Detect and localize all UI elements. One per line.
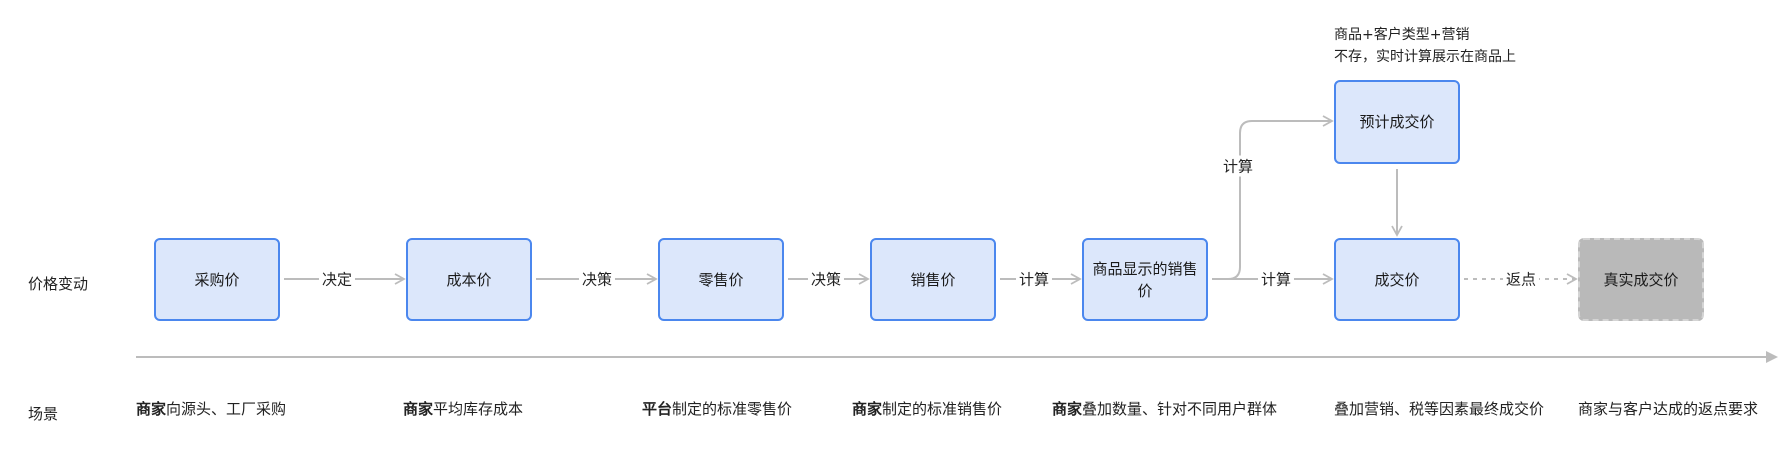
scenario-retail: 平台制定的标准零售价 bbox=[642, 398, 792, 419]
scenario-text: 叠加数量、针对不同用户群体 bbox=[1082, 400, 1278, 418]
edge-label-decision-1: 决策 bbox=[578, 268, 616, 290]
scenario-text: 制定的标准销售价 bbox=[882, 400, 1003, 418]
row-label-scenario: 场景 bbox=[28, 405, 59, 423]
scenario-cost: 商家平均库存成本 bbox=[403, 398, 523, 419]
row-label-price-change: 价格变动 bbox=[28, 275, 89, 293]
scenario-rebate: 商家与客户达成的返点要求 bbox=[1578, 398, 1758, 419]
scenario-deal: 叠加营销、税等因素最终成交价 bbox=[1334, 398, 1544, 419]
edge-label-decision-2: 决策 bbox=[807, 268, 845, 290]
edge-display-estimated bbox=[1212, 115, 1334, 280]
scenario-actor: 商家 bbox=[136, 400, 167, 418]
node-estimated-deal-price: 预计成交价 bbox=[1334, 80, 1460, 164]
edge-label-calc-2: 计算 bbox=[1257, 268, 1295, 290]
node-purchase-price: 采购价 bbox=[154, 238, 280, 321]
edge-label-calc-1: 计算 bbox=[1015, 268, 1053, 290]
scenario-text: 商家与客户达成的返点要求 bbox=[1578, 400, 1759, 418]
timeline-arrowhead bbox=[1766, 351, 1778, 363]
scenario-text: 向源头、工厂采购 bbox=[166, 400, 287, 418]
estimate-note-line2: 不存，实时计算展示在商品上 bbox=[1334, 49, 1516, 65]
estimate-note: 商品+客户类型+营销 不存，实时计算展示在商品上 bbox=[1334, 24, 1516, 68]
scenario-text: 叠加营销、税等因素最终成交价 bbox=[1334, 400, 1545, 418]
node-display-sales-price: 商品显示的销售价 bbox=[1082, 238, 1208, 321]
scenario-actor: 商家 bbox=[403, 400, 434, 418]
scenario-actor: 商家 bbox=[852, 400, 883, 418]
node-real-deal-price: 真实成交价 bbox=[1578, 238, 1704, 321]
scenario-actor: 平台 bbox=[642, 400, 673, 418]
scenario-actor: 商家 bbox=[1052, 400, 1083, 418]
scenario-text: 平均库存成本 bbox=[433, 400, 524, 418]
scenario-sales: 商家制定的标准销售价 bbox=[852, 398, 1002, 419]
edge-label-rebate: 返点 bbox=[1502, 268, 1540, 290]
node-cost-price: 成本价 bbox=[406, 238, 532, 321]
node-retail-price: 零售价 bbox=[658, 238, 784, 321]
estimate-note-line1: 商品+客户类型+营销 bbox=[1334, 27, 1470, 43]
edge-label-calc-3: 计算 bbox=[1219, 155, 1257, 177]
node-sales-price: 销售价 bbox=[870, 238, 996, 321]
scenario-display: 商家叠加数量、针对不同用户群体 bbox=[1052, 398, 1277, 419]
scenario-purchase: 商家向源头、工厂采购 bbox=[136, 398, 286, 419]
edge-label-decide: 决定 bbox=[318, 268, 356, 290]
node-deal-price: 成交价 bbox=[1334, 238, 1460, 321]
scenario-text: 制定的标准零售价 bbox=[672, 400, 793, 418]
